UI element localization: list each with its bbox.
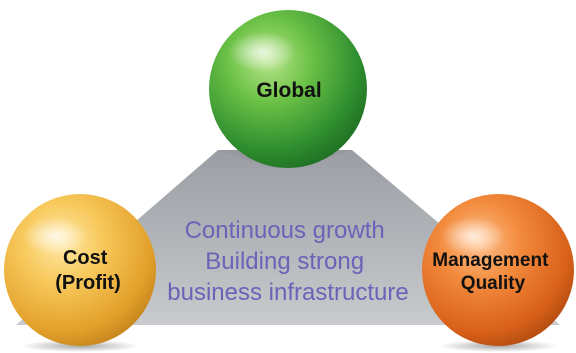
management-quality-sphere: Management Quality xyxy=(422,194,574,346)
svg-text:Cost (Profit): Cost (Profit) xyxy=(55,247,121,294)
center-text-line-3: business infrastructure xyxy=(167,279,408,306)
management-label-line-1: Management xyxy=(432,250,549,271)
management-label-line-2: Quality xyxy=(461,273,526,294)
svg-text:Continuous growth Building: Continuous growth Building strong busine… xyxy=(167,217,408,306)
cost-label-line-2: (Profit) xyxy=(55,272,121,294)
cost-label-line-1: Cost xyxy=(63,247,108,269)
svg-text:Management Quality: Management Quality xyxy=(432,250,553,294)
global-sphere: Global xyxy=(209,10,367,168)
center-text-line-1: Continuous growth xyxy=(185,217,385,244)
cost-sphere: Cost (Profit) xyxy=(4,194,156,346)
global-label: Global xyxy=(256,79,321,102)
center-text-line-2: Building strong xyxy=(205,248,364,275)
